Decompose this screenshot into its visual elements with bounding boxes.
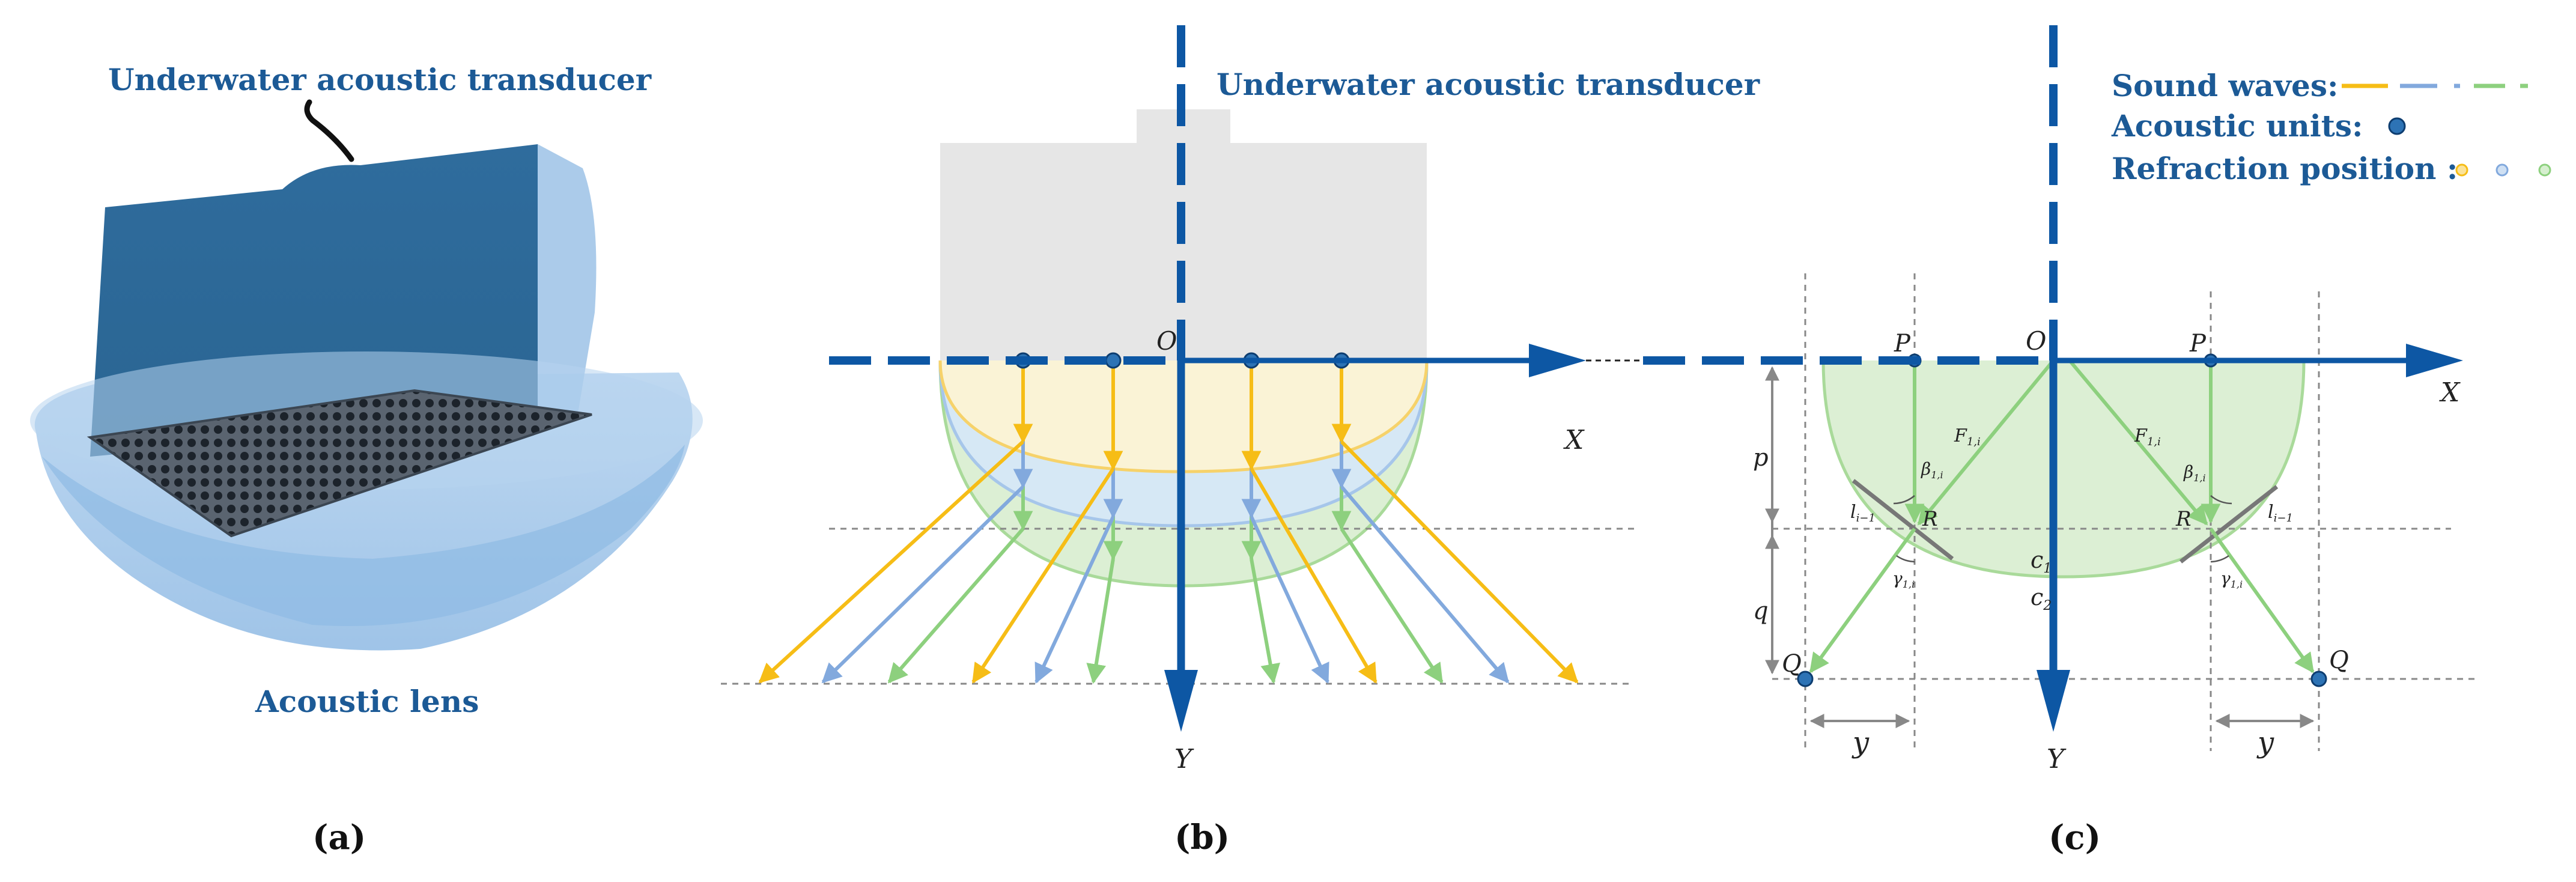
legend-refraction-green: [2538, 163, 2551, 177]
legend-refraction-blue: [2496, 163, 2509, 177]
panel-a-caption: (a): [312, 818, 366, 857]
panel-c-origin-label: O: [2026, 326, 2046, 356]
panel-b-caption: (b): [1174, 818, 1230, 857]
dim-y-left-label: y: [1852, 726, 1870, 759]
dimension-arrows: [1765, 366, 2315, 728]
transducer-element-array: [87, 389, 592, 538]
point-r-left-label: R: [1922, 507, 1938, 531]
point-q-left-label: Q: [1782, 650, 1802, 678]
normal-line-left: [1852, 479, 1954, 561]
panel-c-geometry-diagram: O X Y P P Q Q R R p q y y c1 c2 F1,i F1,…: [1643, 25, 2551, 857]
f-right-label: F1,i: [2134, 425, 2161, 448]
point-q-right-label: Q: [2329, 646, 2349, 674]
transducer-box-side: [538, 144, 597, 421]
panel-a-title: Underwater acoustic transducer: [108, 62, 652, 97]
legend-unit-marker: [2388, 117, 2406, 135]
panel-c-y-label: Y: [2047, 744, 2067, 774]
point-p-left-label: P: [1894, 330, 1911, 357]
sound-wave-rays: [758, 360, 1579, 684]
gamma-left-label: γ1,i: [1892, 568, 1915, 590]
normal-line-right: [2179, 485, 2279, 564]
legend-refraction-position: Refraction position :: [2112, 151, 2458, 186]
f-left-label: F1,i: [1954, 425, 1981, 448]
panel-a-transducer-render: Underwater acoustic transducer Acoustic …: [30, 62, 703, 857]
x-axis-arrowhead: [1529, 344, 1586, 377]
legend-acoustic-units: Acoustic units:: [2111, 108, 2363, 144]
panel-b-origin-label: O: [1156, 326, 1177, 356]
l-left-label: li−1: [1850, 502, 1876, 525]
panel-b-refraction-diagram: Underwater acoustic transducer O X Y (b): [721, 25, 1760, 857]
point-q-right: [2310, 671, 2327, 687]
lens-shape: [1823, 360, 2304, 577]
beta-right-label: β1,i: [2183, 462, 2206, 484]
legend-sound-waves: Sound waves:: [2112, 68, 2338, 103]
dim-y-right-label: y: [2256, 726, 2274, 759]
lens-lower-body: [42, 445, 685, 626]
angle-arcs: [1893, 495, 2232, 563]
dim-q-label: q: [1753, 597, 1769, 625]
gamma-right-label: γ1,i: [2220, 568, 2243, 590]
lens-boundary: [1821, 360, 2306, 579]
panel-c-x-axis-arrowhead: [2406, 344, 2463, 377]
legend-refraction-yellow: [2455, 163, 2468, 177]
legend: Sound waves: Acoustic units: Refraction …: [2111, 68, 2551, 186]
panel-c-y-axis-arrowhead: [2037, 670, 2070, 732]
panel-c-x-label: X: [2439, 377, 2461, 408]
point-p-right-label: P: [2189, 330, 2207, 357]
panel-c-caption: (c): [2049, 818, 2101, 857]
c2-label: c2: [2031, 584, 2052, 613]
panel-b-y-label: Y: [1174, 744, 1194, 774]
y-axis-arrowhead: [1164, 670, 1198, 732]
panel-c-rays: [1809, 359, 2315, 674]
dim-p-label: p: [1753, 444, 1769, 472]
panel-b-title: Underwater acoustic transducer: [1217, 67, 1760, 102]
point-q-left: [1797, 671, 1814, 687]
l-right-label: li−1: [2268, 502, 2293, 525]
transducer-cable: [304, 99, 354, 162]
c1-label: c1: [2031, 547, 2052, 576]
panel-b-x-label: X: [1563, 425, 1585, 455]
panel-a-lens-label: Acoustic lens: [255, 684, 479, 719]
point-r-right-label: R: [2175, 507, 2192, 531]
beta-left-label: β1,i: [1921, 459, 1943, 481]
